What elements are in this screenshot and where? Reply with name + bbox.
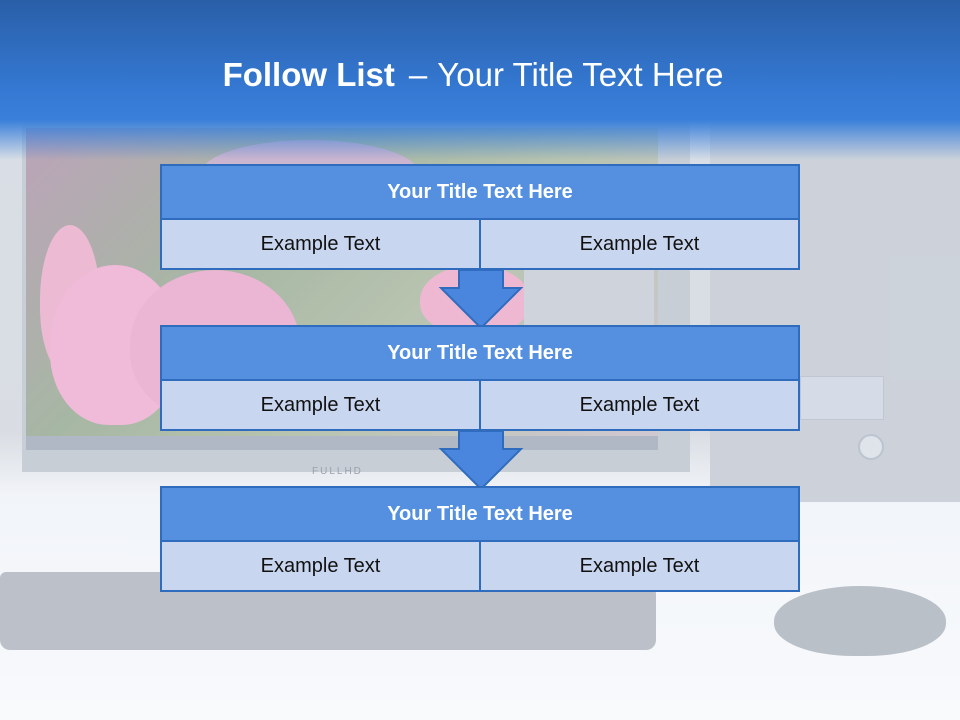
block-cell-right: Example Text bbox=[481, 381, 800, 431]
block-cell-right: Example Text bbox=[481, 220, 800, 270]
list-block-3: Your Title Text Here Example Text Exampl… bbox=[160, 486, 800, 592]
monitor-brand-label: FULLHD bbox=[312, 466, 363, 477]
down-arrow-icon bbox=[438, 270, 524, 330]
header-bar: Follow List–Your Title Text Here bbox=[0, 0, 960, 160]
tower-display bbox=[800, 376, 884, 420]
block-title: Your Title Text Here bbox=[160, 325, 800, 381]
block-row: Example Text Example Text bbox=[160, 220, 800, 270]
mouse bbox=[774, 586, 946, 656]
block-title: Your Title Text Here bbox=[160, 164, 800, 220]
block-cell-left: Example Text bbox=[160, 381, 481, 431]
slide-title-bold: Follow List bbox=[222, 56, 395, 93]
slide-title: Follow List–Your Title Text Here bbox=[0, 56, 946, 94]
block-row: Example Text Example Text bbox=[160, 381, 800, 431]
slide-title-separator: – bbox=[408, 56, 428, 93]
block-cell-right: Example Text bbox=[481, 542, 800, 592]
screen-window-panel bbox=[524, 270, 654, 330]
power-icon bbox=[858, 434, 884, 460]
slide-title-rest: Your Title Text Here bbox=[437, 56, 724, 93]
block-cell-left: Example Text bbox=[160, 542, 481, 592]
block-cell-left: Example Text bbox=[160, 220, 481, 270]
down-arrow-icon bbox=[438, 431, 524, 491]
list-block-1: Your Title Text Here Example Text Exampl… bbox=[160, 164, 800, 270]
block-title: Your Title Text Here bbox=[160, 486, 800, 542]
list-block-2: Your Title Text Here Example Text Exampl… bbox=[160, 325, 800, 431]
block-row: Example Text Example Text bbox=[160, 542, 800, 592]
